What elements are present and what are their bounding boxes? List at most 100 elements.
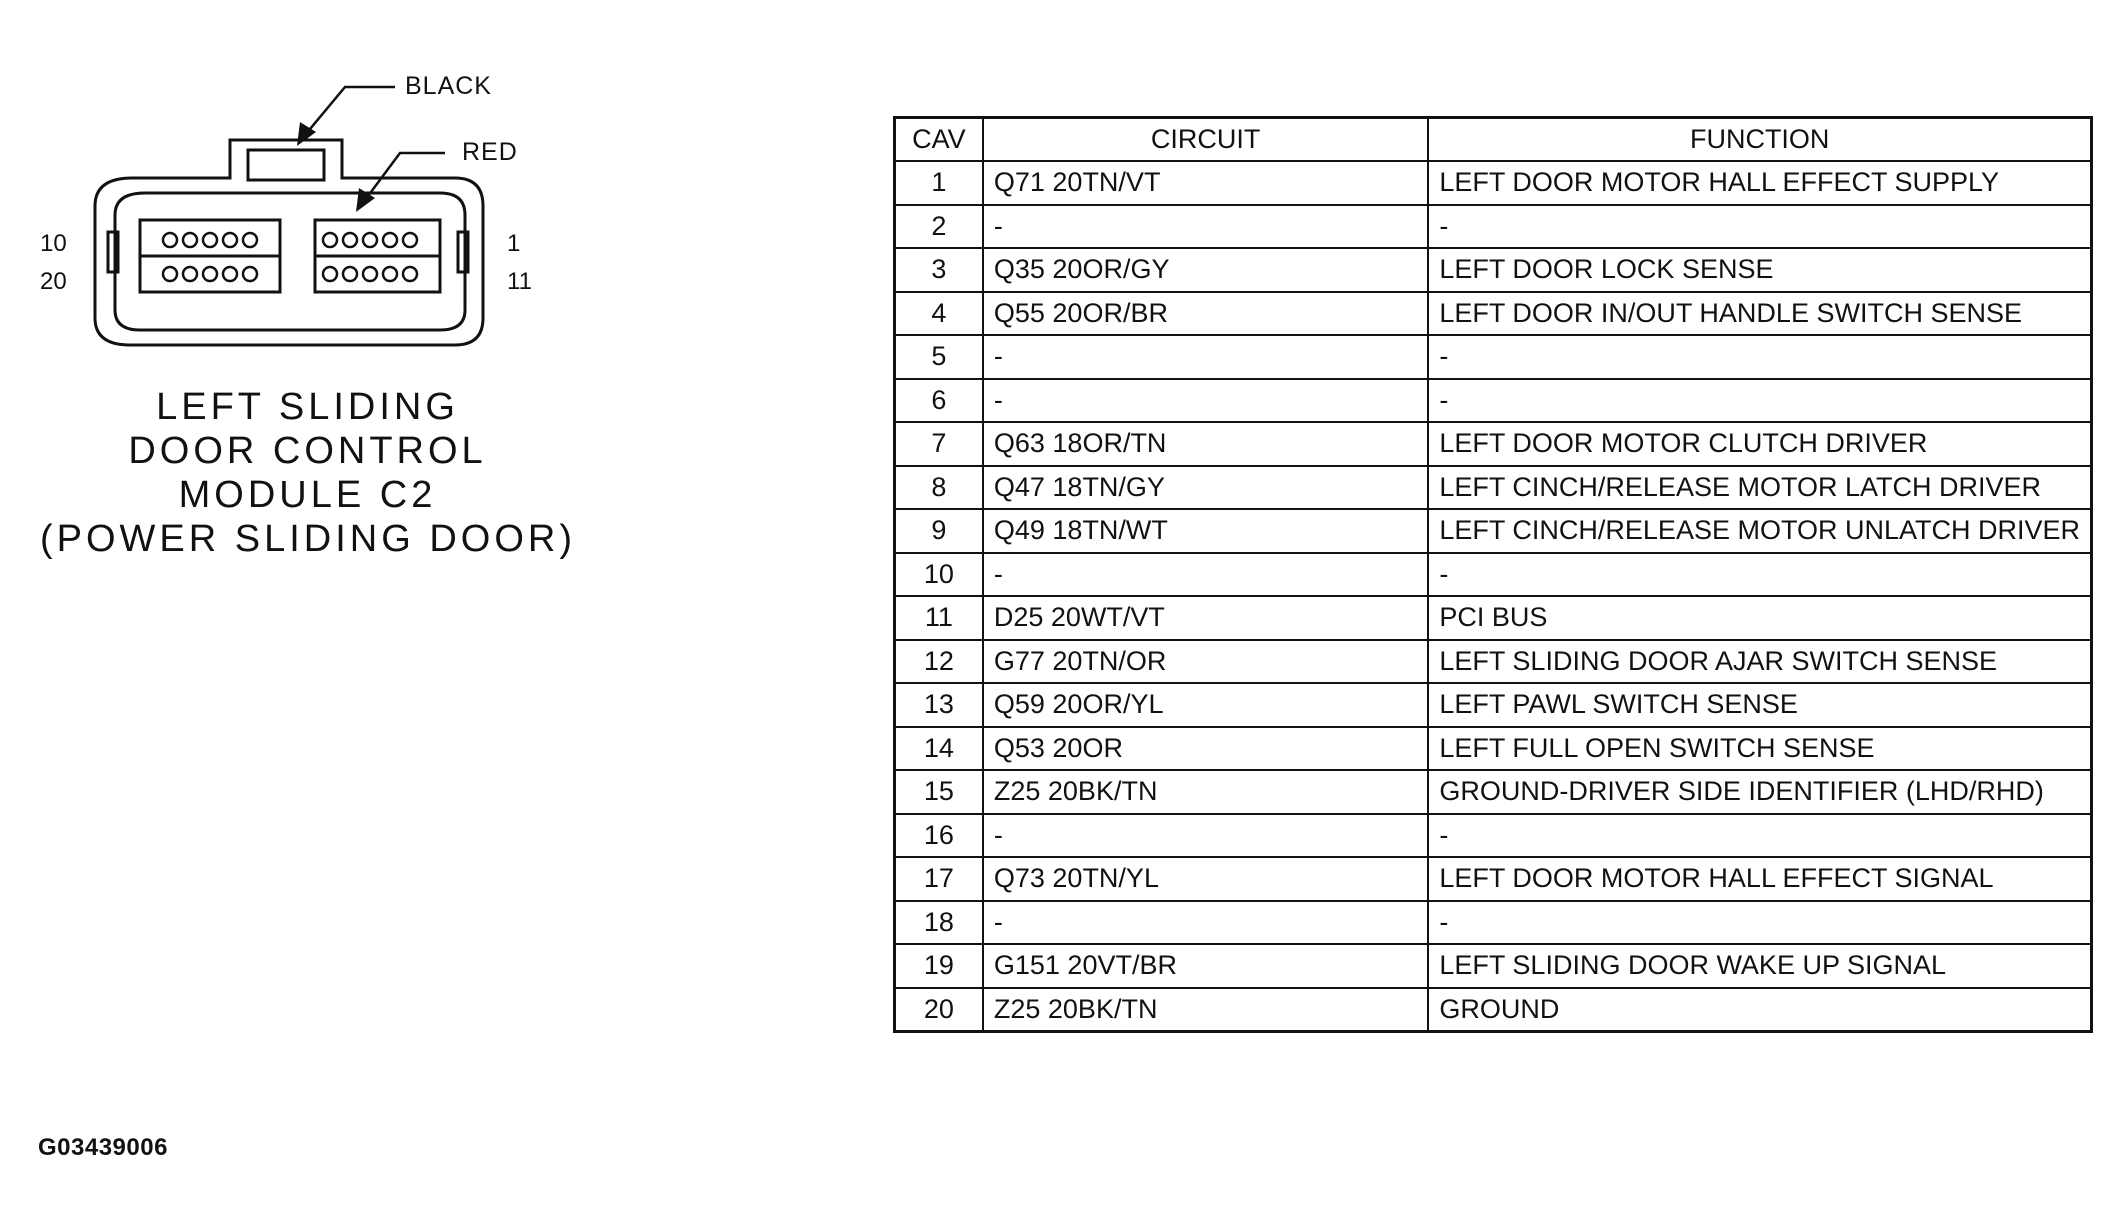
table-row: 2-- [893, 203, 2093, 249]
caption-line: (POWER SLIDING DOOR) [40, 518, 577, 560]
cell-function: LEFT DOOR IN/OUT HANDLE SWITCH SENSE [1427, 290, 2093, 336]
cell-cav: 5 [893, 334, 984, 380]
callout-red-label: RED [462, 138, 518, 166]
cell-circuit: Q47 18TN/GY [981, 464, 1430, 510]
cell-cav: 19 [893, 943, 984, 989]
cell-circuit: G77 20TN/OR [981, 638, 1430, 684]
table-row: 10-- [893, 551, 2093, 597]
figure-id: G03439006 [38, 1134, 168, 1161]
cell-cav: 11 [893, 595, 984, 641]
cell-cav: 18 [893, 899, 984, 945]
cell-circuit: D25 20WT/VT [981, 595, 1430, 641]
cell-function: LEFT DOOR MOTOR HALL EFFECT SUPPLY [1427, 160, 2093, 206]
cell-circuit: - [981, 203, 1430, 249]
pin-label-11: 11 [507, 268, 532, 295]
cell-cav: 17 [893, 856, 984, 902]
cell-function: GROUND [1427, 986, 2093, 1032]
cell-function: LEFT DOOR LOCK SENSE [1427, 247, 2093, 293]
cell-circuit: - [981, 812, 1430, 858]
cell-circuit: Z25 20BK/TN [981, 769, 1430, 815]
pin-label-10: 10 [40, 230, 67, 257]
table-row: 5-- [893, 334, 2093, 380]
cell-cav: 6 [893, 377, 984, 423]
caption-line: LEFT SLIDING [156, 386, 459, 428]
cell-circuit: - [981, 334, 1430, 380]
cell-cav: 8 [893, 464, 984, 510]
cell-circuit: Q73 20TN/YL [981, 856, 1430, 902]
table-row: 16-- [893, 812, 2093, 858]
connector-pins [161, 231, 419, 283]
cell-function: LEFT FULL OPEN SWITCH SENSE [1427, 725, 2093, 771]
cell-function: LEFT CINCH/RELEASE MOTOR LATCH DRIVER [1427, 464, 2093, 510]
connector-diagram [93, 85, 485, 347]
table-row: 6-- [893, 377, 2093, 423]
cell-function: - [1427, 377, 2093, 423]
callout-leader-red [363, 151, 445, 201]
arrowhead-red [356, 188, 375, 212]
cell-cav: 1 [893, 160, 984, 206]
cell-circuit: - [981, 551, 1430, 597]
cell-function: LEFT SLIDING DOOR AJAR SWITCH SENSE [1427, 638, 2093, 684]
cell-function: - [1427, 551, 2093, 597]
cell-cav: 9 [893, 508, 984, 554]
cell-function: - [1427, 203, 2093, 249]
cell-cav: 7 [893, 421, 984, 467]
header-cav: CAV [893, 116, 984, 162]
cell-cav: 16 [893, 812, 984, 858]
connector-housing [93, 138, 485, 347]
cell-circuit: Q59 20OR/YL [981, 682, 1430, 728]
cell-cav: 12 [893, 638, 984, 684]
cell-function: LEFT CINCH/RELEASE MOTOR UNLATCH DRIVER [1427, 508, 2093, 554]
connector-caption: LEFT SLIDING DOOR CONTROL MODULE C2 (POW… [40, 385, 575, 561]
cell-cav: 15 [893, 769, 984, 815]
pin-label-1: 1 [507, 230, 521, 257]
caption-line: DOOR CONTROL [128, 430, 487, 472]
cell-circuit: G151 20VT/BR [981, 943, 1430, 989]
cell-function: GROUND-DRIVER SIDE IDENTIFIER (LHD/RHD) [1427, 769, 2093, 815]
cell-function: PCI BUS [1427, 595, 2093, 641]
connector-inner-border [113, 191, 467, 332]
cell-function: - [1427, 899, 2093, 945]
cell-function: LEFT DOOR MOTOR HALL EFFECT SIGNAL [1427, 856, 2093, 902]
callout-leader-black [304, 85, 395, 136]
cell-circuit: Q71 20TN/VT [981, 160, 1430, 206]
cell-circuit: Q55 20OR/BR [981, 290, 1430, 336]
table-header-row: CAV CIRCUIT FUNCTION [893, 116, 2093, 162]
cell-circuit: Q53 20OR [981, 725, 1430, 771]
cell-cav: 10 [893, 551, 984, 597]
cell-cav: 14 [893, 725, 984, 771]
caption-line: MODULE C2 [178, 474, 437, 516]
cell-circuit: Q49 18TN/WT [981, 508, 1430, 554]
connector-latch [246, 148, 326, 182]
cell-cav: 20 [893, 986, 984, 1032]
header-function: FUNCTION [1427, 116, 2093, 162]
header-circuit: CIRCUIT [981, 116, 1430, 162]
pin-label-20: 20 [40, 268, 67, 295]
cell-cav: 4 [893, 290, 984, 336]
cell-function: LEFT PAWL SWITCH SENSE [1427, 682, 2093, 728]
cell-function: - [1427, 812, 2093, 858]
cell-cav: 3 [893, 247, 984, 293]
cell-function: - [1427, 334, 2093, 380]
cell-function: LEFT DOOR MOTOR CLUTCH DRIVER [1427, 421, 2093, 467]
cell-circuit: - [981, 377, 1430, 423]
callout-black-label: BLACK [405, 72, 492, 100]
cell-cav: 13 [893, 682, 984, 728]
arrowhead-black [297, 122, 316, 146]
table-row: 18-- [893, 899, 2093, 945]
